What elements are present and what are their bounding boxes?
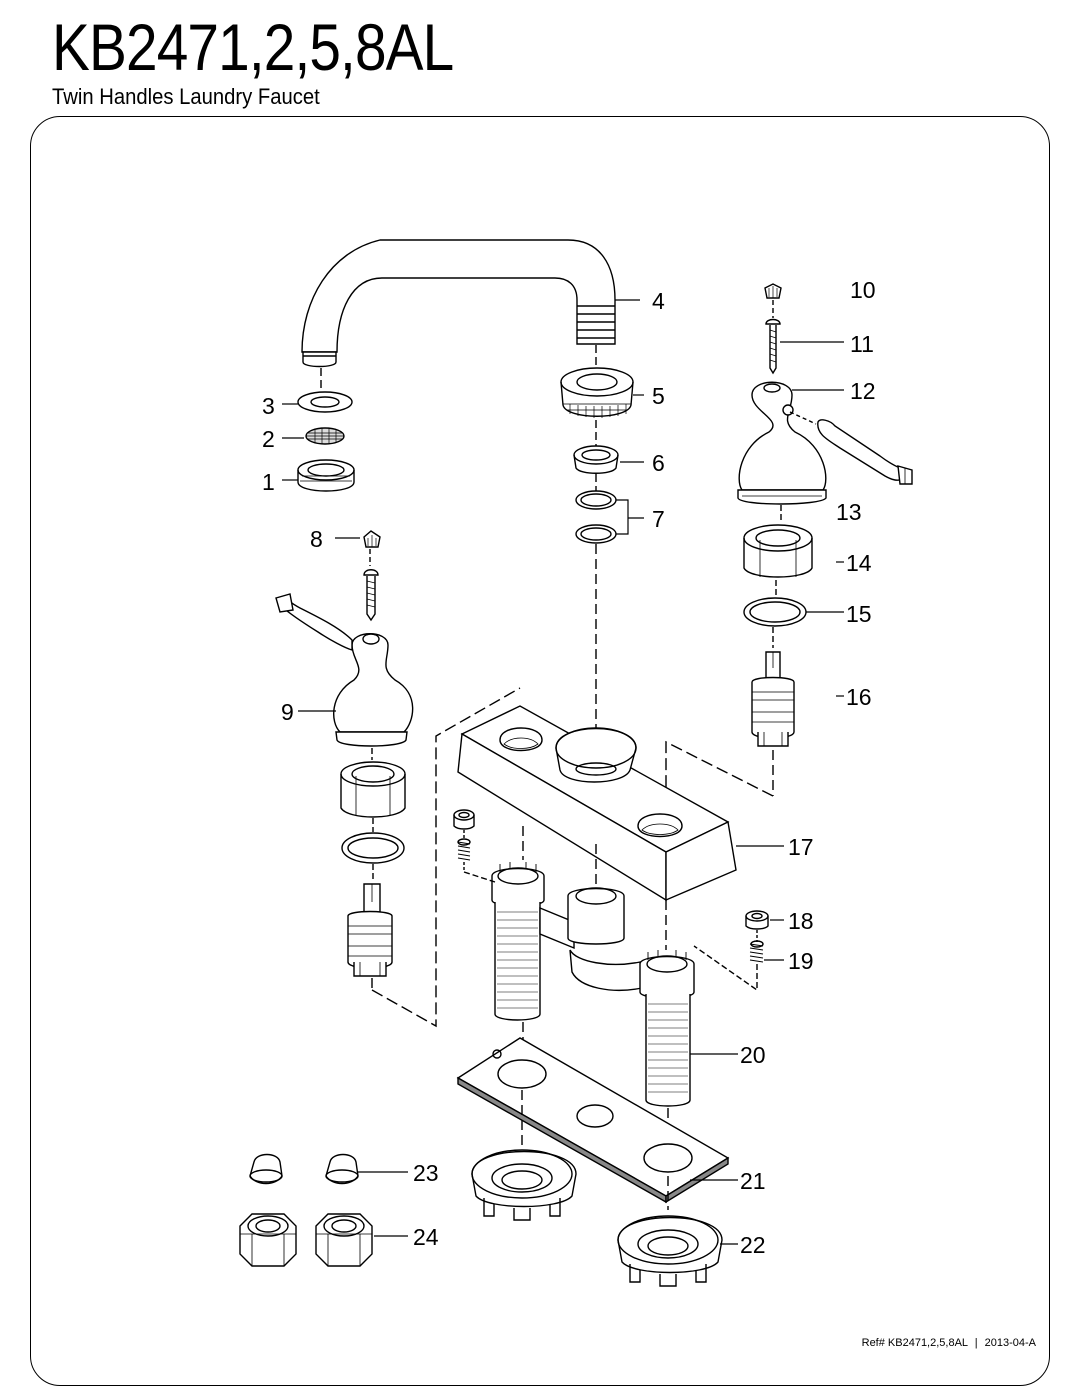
part-label: 16 — [846, 684, 872, 710]
right-spring-part — [749, 940, 764, 963]
left-ferrule-part — [249, 1153, 283, 1185]
reference-separator: | — [974, 1337, 978, 1349]
aerator-screen-part — [305, 427, 345, 445]
spout-ring-part — [573, 445, 619, 474]
revision-code: 2013-04-A — [984, 1337, 1036, 1349]
part-label: 2 — [262, 426, 275, 452]
right-cap-washer-part — [743, 597, 807, 627]
part-label: 21 — [740, 1168, 766, 1194]
part-label: 7 — [652, 506, 665, 532]
part-label: 4 — [652, 288, 665, 314]
right-handle-part — [737, 381, 827, 505]
right-seat-part — [745, 910, 769, 930]
part-label: 9 — [281, 699, 294, 725]
spout-o-rings-part — [575, 490, 617, 544]
left-bonnet-nut-part — [340, 761, 406, 818]
left-handle-screw-part — [363, 569, 379, 622]
left-cap-washer-part — [341, 832, 405, 864]
part-label: 24 — [413, 1224, 439, 1250]
right-coupling-nut-part — [315, 1213, 373, 1267]
left-mounting-nut-part — [471, 1149, 577, 1221]
product-description: Twin Handles Laundry Faucet — [52, 84, 320, 109]
part-label: 14 — [846, 550, 872, 576]
left-cartridge-part — [347, 883, 393, 977]
right-handle-screw-part — [765, 318, 781, 375]
part-label: 5 — [652, 383, 665, 409]
left-spring-part — [457, 838, 471, 861]
reference-number: Ref# KB2471,2,5,8AL — [861, 1337, 968, 1349]
left-index-button-part — [363, 530, 381, 548]
base-gasket-part — [456, 1037, 730, 1204]
aerator-housing-part — [297, 459, 355, 492]
diagram-frame — [30, 116, 1050, 1386]
part-labels: 1 2 3 4 5 6 7 8 9 10 11 12 13 14 15 16 1… — [262, 277, 876, 1258]
left-coupling-nut-part — [239, 1213, 297, 1267]
spout-nut-part — [560, 367, 634, 418]
part-label: 13 — [836, 499, 862, 525]
model-number-title: KB2471,2,5,8AL — [52, 10, 454, 84]
right-lever-part — [782, 404, 913, 485]
part-label: 22 — [740, 1232, 766, 1258]
part-label: 11 — [850, 331, 874, 357]
part-label: 18 — [788, 908, 814, 934]
part-label: 20 — [740, 1042, 766, 1068]
aerator-washer-part — [297, 391, 353, 413]
part-label: 6 — [652, 450, 665, 476]
part-label: 15 — [846, 601, 872, 627]
part-label: 17 — [788, 834, 814, 860]
spout-part — [301, 239, 616, 368]
reference-footer: Ref# KB2471,2,5,8AL | 2013-04-A — [862, 1337, 1036, 1349]
part-label: 1 — [262, 469, 275, 495]
part-label: 3 — [262, 393, 275, 419]
part-label: 10 — [850, 277, 876, 303]
right-cartridge-part — [751, 651, 795, 747]
right-ferrule-part — [325, 1153, 359, 1185]
part-label: 12 — [850, 378, 876, 404]
left-handle-part — [275, 593, 414, 747]
part-label: 19 — [788, 948, 814, 974]
right-bonnet-nut-part — [743, 524, 813, 578]
escutcheon-part — [457, 705, 737, 902]
valve-body-part — [491, 862, 695, 1107]
left-seat-part — [453, 809, 475, 830]
part-label: 23 — [413, 1160, 439, 1186]
part-label: 8 — [310, 526, 323, 552]
right-mounting-nut-part — [617, 1215, 723, 1287]
right-index-button-part — [764, 283, 782, 299]
